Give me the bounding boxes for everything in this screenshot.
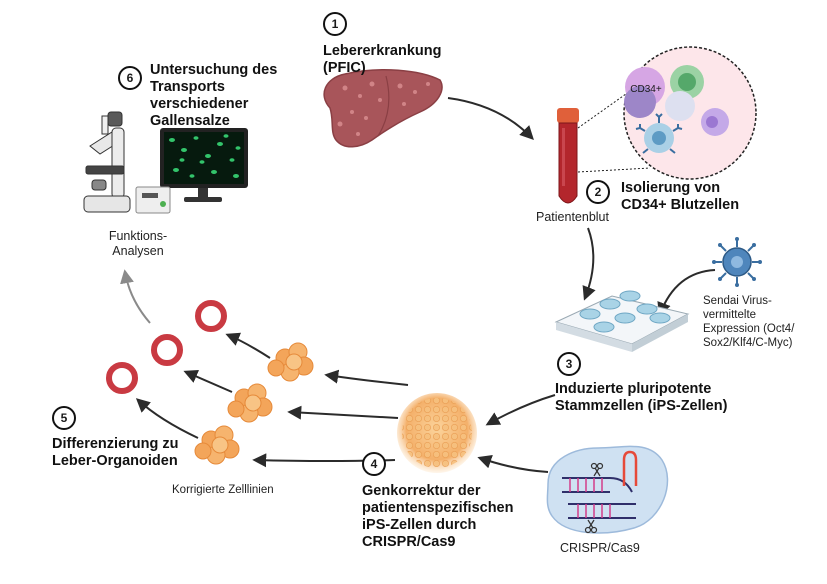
blood-cells-zoom bbox=[623, 46, 757, 180]
cd34-stem-cell-icon bbox=[635, 113, 683, 154]
organoid-top bbox=[195, 300, 227, 332]
step-6-badge: 6 bbox=[118, 66, 142, 90]
liver-organoids bbox=[106, 300, 227, 394]
microscope-workstation-illustration bbox=[83, 111, 248, 214]
corrected-clone-bottom bbox=[194, 425, 240, 465]
step-5-badge: 5 bbox=[52, 406, 76, 430]
organoid-middle bbox=[151, 334, 183, 366]
sendai-virus-label: Sendai Virus- vermittelte Expression (Oc… bbox=[703, 295, 795, 349]
step-4-badge: 4 bbox=[362, 452, 386, 476]
function-analysis-label: Funktions- Analysen bbox=[108, 229, 168, 258]
ips-colony-illustration bbox=[397, 393, 477, 473]
step-3-badge: 3 bbox=[557, 352, 581, 376]
step-2-title: Isolierung von CD34+ Blutzellen bbox=[621, 180, 740, 213]
step-5-title: Differenzierung zu Leber-Organoiden bbox=[52, 436, 179, 469]
arrow-liver-to-blood bbox=[447, 97, 534, 141]
liver-illustration bbox=[323, 69, 443, 148]
sendai-virus-icon bbox=[712, 237, 762, 287]
step-1-title: Lebererkrankung (PFIC) bbox=[323, 43, 442, 76]
arrow-organoid-to-analysis bbox=[120, 269, 151, 324]
arrow-clone-top-to-organoid bbox=[225, 332, 271, 359]
corrected-clone-middle bbox=[227, 383, 273, 423]
cd34-label: CD34+ bbox=[630, 84, 662, 95]
arrow-virus-to-plate bbox=[657, 269, 716, 317]
blood-tube-illustration bbox=[557, 83, 651, 204]
organoid-bottom bbox=[106, 362, 138, 394]
culture-plate-illustration bbox=[554, 290, 690, 352]
corrected-cell-lines-label: Korrigierte Zelllinien bbox=[172, 484, 274, 496]
arrows bbox=[120, 97, 716, 473]
scissors-icon bbox=[584, 462, 604, 534]
arrow-colony-to-clone-mid bbox=[287, 405, 399, 420]
crispr-label: CRISPR/Cas9 bbox=[560, 541, 640, 555]
arrow-clone-mid-to-organoid bbox=[183, 369, 233, 393]
arrow-crispr-to-colony bbox=[477, 455, 549, 473]
arrow-blood-to-ips bbox=[582, 227, 596, 301]
arrow-ips-to-colony bbox=[485, 394, 556, 426]
step-2-badge: 2 bbox=[586, 180, 610, 204]
step-1-badge: 1 bbox=[323, 12, 347, 36]
step-6-title: Untersuchung des Transports verschiedene… bbox=[150, 62, 278, 129]
crispr-cas9-illustration bbox=[546, 445, 669, 534]
arrow-clone-bottom-to-organoid bbox=[135, 398, 199, 439]
corrected-clone-top bbox=[267, 342, 314, 382]
step-4-title: Genkorrektur der patientenspezifischen i… bbox=[362, 483, 514, 550]
patient-blood-label: Patientenblut bbox=[536, 210, 609, 224]
step-3-title: Induzierte pluripotente Stammzellen (iPS… bbox=[555, 381, 728, 414]
arrow-colony-to-clone-top bbox=[324, 369, 409, 386]
